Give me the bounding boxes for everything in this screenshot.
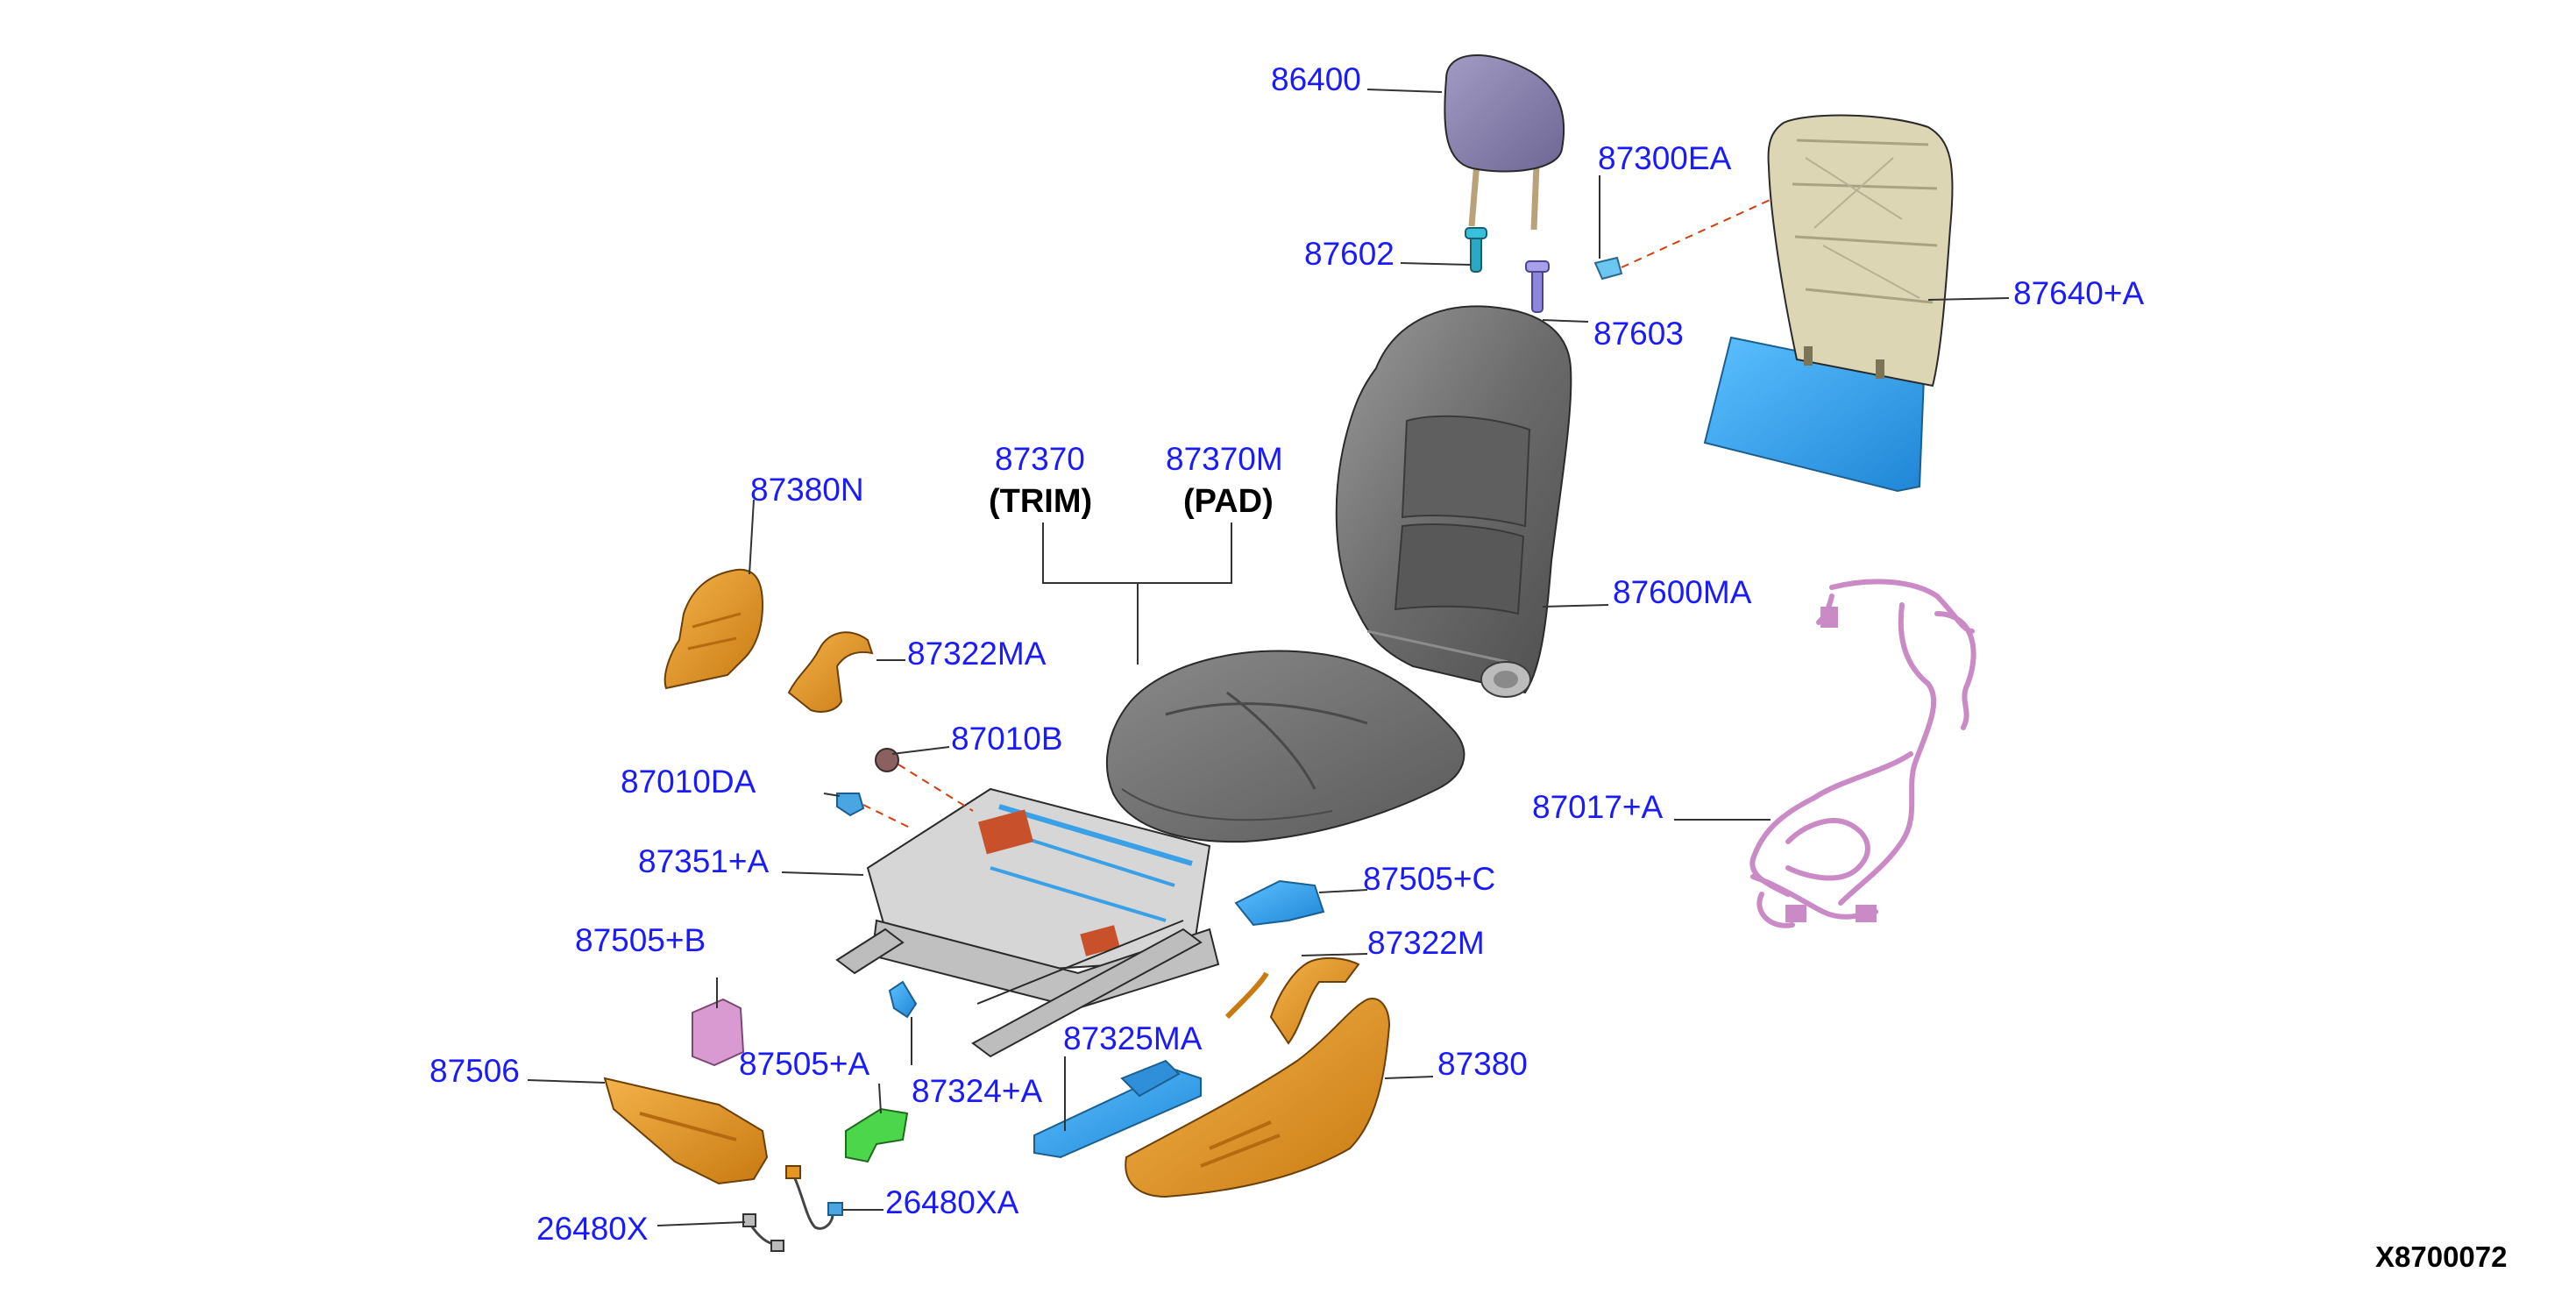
back-frame-part [1703, 114, 1954, 493]
label-87380N: 87380N [750, 472, 864, 508]
screw-part [836, 793, 865, 817]
seat-cushion-part [1106, 650, 1465, 843]
label-trim: (TRIM) [989, 483, 1092, 520]
label-87505A: 87505+A [739, 1046, 869, 1082]
headrest-guide-part [1465, 227, 1487, 273]
label-87325MA: 87325MA [1063, 1020, 1203, 1056]
label-87351A: 87351+A [638, 843, 769, 879]
label-87017A: 87017+A [1532, 789, 1663, 825]
label-87322MA: 87322MA [907, 636, 1047, 672]
seat-rail-frame-part [835, 787, 1220, 1058]
label-pad: (PAD) [1183, 483, 1274, 520]
headrest-part [1444, 54, 1565, 231]
side-cover-part [1125, 998, 1391, 1198]
switch-part [888, 980, 918, 1019]
diagram-reference-code: X8700072 [2375, 1241, 2507, 1273]
label-87370: 87370 [995, 441, 1085, 477]
part-labels: 86400 87300EA 87602 87603 87640+A 87370 … [429, 61, 2507, 1273]
clip-part [1593, 256, 1623, 281]
label-87600MA: 87600MA [1613, 574, 1752, 610]
green-cover-part [845, 1107, 909, 1163]
leader-lines [527, 89, 2010, 1226]
label-87602: 87602 [1304, 236, 1394, 272]
cap-part [875, 748, 899, 772]
label-87324A: 87324+A [912, 1073, 1042, 1109]
side-cover-part [664, 568, 764, 690]
label-87640A: 87640+A [2013, 275, 2144, 311]
label-87506: 87506 [429, 1053, 520, 1089]
inner-cover-part [787, 631, 874, 713]
label-87380: 87380 [1437, 1046, 1528, 1082]
label-87322M: 87322M [1367, 925, 1485, 961]
label-87010DA: 87010DA [621, 764, 756, 800]
lower-cover-part [603, 1077, 769, 1185]
inner-cover-part [1224, 956, 1360, 1045]
label-86400: 86400 [1271, 61, 1361, 97]
seat-back-part [1335, 305, 1572, 698]
label-87370M: 87370M [1166, 441, 1283, 477]
knob-part [1033, 1059, 1202, 1159]
label-87300EA: 87300EA [1598, 140, 1732, 176]
label-87505B: 87505+B [575, 922, 706, 958]
label-26480XA: 26480XA [885, 1184, 1019, 1220]
pink-cover-part [692, 998, 745, 1067]
headrest-guide-part [1525, 260, 1550, 313]
connector-part [785, 1165, 843, 1230]
label-26480X: 26480X [536, 1211, 649, 1247]
label-87505C: 87505+C [1363, 861, 1495, 897]
wire-harness-part [1749, 579, 1976, 928]
label-87010B: 87010B [951, 721, 1063, 757]
connector-part [742, 1213, 784, 1252]
label-87603: 87603 [1593, 316, 1684, 352]
blue-cover-part [1234, 879, 1325, 927]
